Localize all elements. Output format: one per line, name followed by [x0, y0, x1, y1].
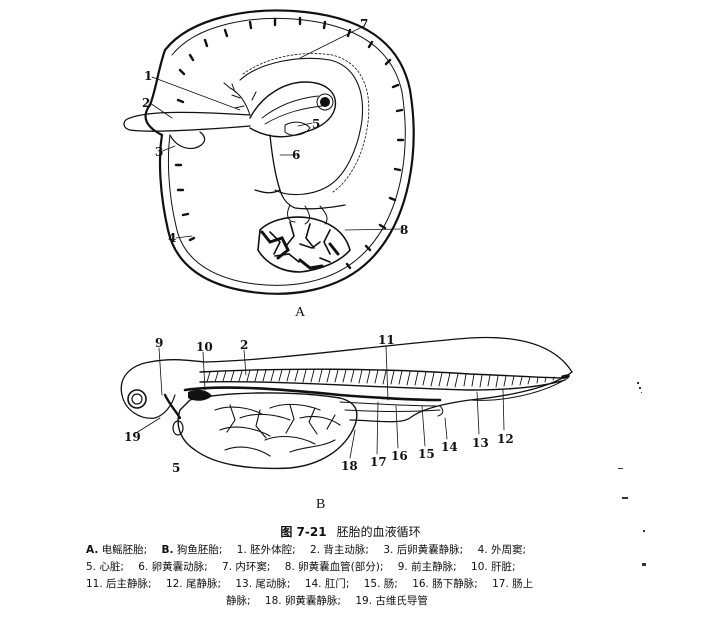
label-b-16: 16 — [391, 449, 408, 463]
legend-item: 7. 内环窦; — [222, 561, 271, 573]
label-b-2: 2 — [240, 338, 249, 352]
legend-item: 4. 外周窦; — [477, 544, 526, 556]
panel-a-label: A — [295, 305, 306, 320]
legend-row: 5. 心脏; 6. 卵黄囊动脉; 7. 内环窦; 8. 卵黄囊血管(部分); 9… — [86, 559, 606, 576]
legend-panel-a: A. 电鳐胚胎; — [86, 544, 148, 556]
label-b-13: 13 — [472, 436, 489, 450]
legend-panel-b: B. 狗鱼胚胎; — [161, 544, 223, 556]
figure-title: 胚胎的血液循环 — [336, 525, 421, 539]
legend-item: 5. 心脏; — [86, 561, 124, 573]
label-b-11: 11 — [378, 333, 395, 347]
legend-item: 16. 肠下静脉; — [412, 578, 478, 590]
label-b-17: 17 — [370, 455, 387, 469]
legend-item: 8. 卵黄囊血管(部分); — [284, 561, 384, 573]
legend-item: 17. 肠上 — [492, 578, 534, 590]
label-a-4: 4 — [168, 231, 177, 245]
legend-row: 静脉; 18. 卵黄囊静脉; 19. 古维氏导管 — [86, 593, 606, 610]
panel-a-drawing — [123, 9, 415, 295]
label-b-9: 9 — [155, 336, 164, 350]
legend-item: 15. 肠; — [363, 578, 398, 590]
legend-item: 12. 尾静脉; — [165, 578, 222, 590]
label-b-18: 18 — [341, 459, 358, 473]
label-a-1: 1 — [144, 69, 153, 83]
label-b-5: 5 — [172, 461, 181, 475]
legend-item: 2. 背主动脉; — [310, 544, 369, 556]
legend-item: 9. 前主静脉; — [397, 561, 457, 573]
label-a-5: 5 — [312, 117, 321, 131]
figure-number: 图 7-21 — [280, 525, 327, 539]
legend-item: 1. 胚外体腔; — [236, 544, 296, 556]
legend-item: 11. 后主静脉; — [86, 578, 152, 590]
label-b-15: 15 — [418, 447, 435, 461]
label-a-6: 6 — [292, 148, 301, 162]
legend-item: 静脉; — [226, 595, 251, 607]
legend-item: 13. 尾动脉; — [235, 578, 291, 590]
label-a-2: 2 — [142, 96, 151, 110]
panel-b-label: B — [316, 497, 326, 512]
figure-legend: A. 电鳐胚胎; B. 狗鱼胚胎; 1. 胚外体腔; 2. 背主动脉; 3. 后… — [86, 542, 606, 610]
label-a-7: 7 — [360, 17, 369, 31]
label-b-14: 14 — [441, 440, 458, 454]
legend-item: 6. 卵黄囊动脉; — [138, 561, 208, 573]
legend-item: 19. 古维氏导管 — [355, 595, 428, 607]
scan-specks — [618, 382, 646, 566]
legend-item: 14. 肛门; — [304, 578, 350, 590]
legend-row: 11. 后主静脉; 12. 尾静脉; 13. 尾动脉; 14. 肛门; 15. … — [86, 576, 606, 593]
panel-b-drawing — [120, 336, 573, 470]
label-b-10: 10 — [196, 340, 213, 354]
label-a-3: 3 — [155, 145, 164, 159]
label-b-12: 12 — [497, 432, 514, 446]
figure-caption-title: 图 7-21 胚胎的血液循环 — [0, 523, 701, 540]
legend-item: 3. 后卵黄囊静脉; — [383, 544, 464, 556]
legend-row: A. 电鳐胚胎; B. 狗鱼胚胎; 1. 胚外体腔; 2. 背主动脉; 3. 后… — [86, 542, 606, 559]
label-b-19: 19 — [124, 430, 141, 444]
legend-item: 18. 卵黄囊静脉; — [264, 595, 341, 607]
legend-item: 10. 肝脏; — [471, 561, 516, 573]
label-a-8: 8 — [400, 223, 409, 237]
